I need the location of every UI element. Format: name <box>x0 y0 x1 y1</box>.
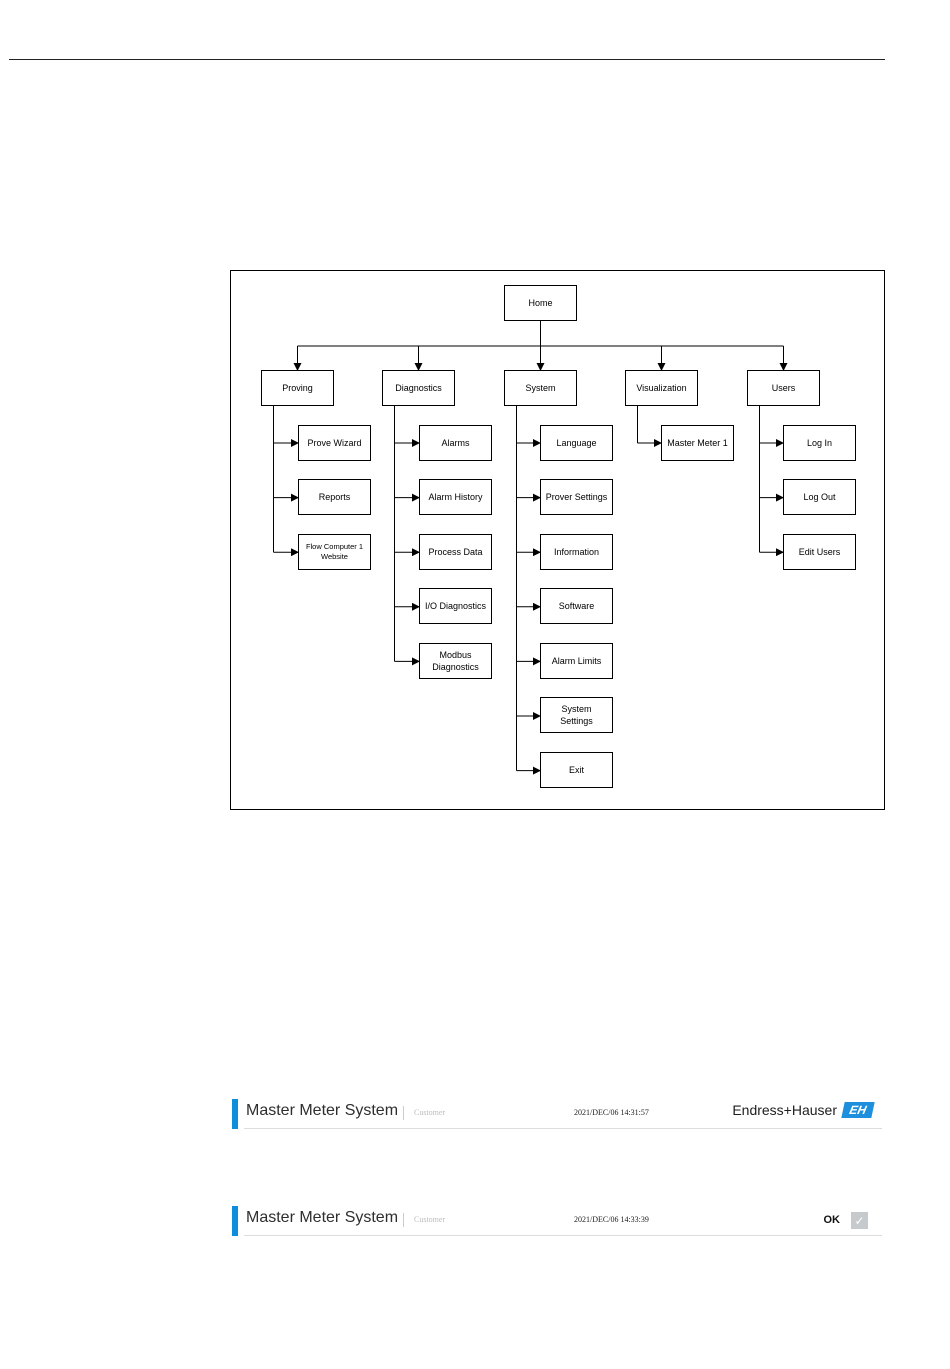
app-header-default: Master Meter System Customer 2021/DEC/06… <box>232 1099 882 1129</box>
node-reports: Reports <box>298 479 371 515</box>
node-modbus-diagnostics: Modbus Diagnostics <box>419 643 492 679</box>
node-software: Software <box>540 588 613 624</box>
node-io-diagnostics: I/O Diagnostics <box>419 588 492 624</box>
node-alarms: Alarms <box>419 425 492 461</box>
header-accent-bar <box>232 1099 238 1129</box>
node-home: Home <box>504 285 577 321</box>
header-separator <box>403 1213 404 1227</box>
node-prover-settings: Prover Settings <box>540 479 613 515</box>
node-edit-users: Edit Users <box>783 534 856 570</box>
node-information: Information <box>540 534 613 570</box>
header-underline <box>244 1128 882 1129</box>
app-title: Master Meter System <box>246 1209 399 1226</box>
app-header-ok: Master Meter System Customer 2021/DEC/06… <box>232 1206 882 1236</box>
node-alarm-history: Alarm History <box>419 479 492 515</box>
customer-name: Customer <box>414 1215 446 1224</box>
node-visualization: Visualization <box>625 370 698 406</box>
eh-logo-icon: EH <box>841 1102 875 1118</box>
header-datetime: 2021/DEC/06 14:33:39 <box>574 1215 649 1224</box>
check-icon[interactable]: ✓ <box>851 1212 868 1229</box>
node-language: Language <box>540 425 613 461</box>
customer-name: Customer <box>414 1108 446 1117</box>
node-exit: Exit <box>540 752 613 788</box>
brand-name: Endress+Hauser <box>732 1102 837 1118</box>
node-log-in: Log In <box>783 425 856 461</box>
node-proving: Proving <box>261 370 334 406</box>
node-users: Users <box>747 370 820 406</box>
header-separator <box>403 1106 404 1120</box>
node-process-data: Process Data <box>419 534 492 570</box>
menu-structure-diagram: Home Proving Diagnostics System Visualiz… <box>230 270 885 810</box>
header-underline <box>244 1235 882 1236</box>
app-title: Master Meter System <box>246 1102 399 1119</box>
node-log-out: Log Out <box>783 479 856 515</box>
node-system-settings: System Settings <box>540 697 613 733</box>
node-master-meter-1: Master Meter 1 <box>661 425 734 461</box>
node-system: System <box>504 370 577 406</box>
header-accent-bar <box>232 1206 238 1236</box>
brand-logo: Endress+Hauser EH <box>732 1102 875 1118</box>
node-diagnostics: Diagnostics <box>382 370 455 406</box>
node-prove-wizard: Prove Wizard <box>298 425 371 461</box>
header-datetime: 2021/DEC/06 14:31:57 <box>574 1108 649 1117</box>
top-rule <box>9 59 885 60</box>
node-alarm-limits: Alarm Limits <box>540 643 613 679</box>
diagram-connectors <box>273 321 788 775</box>
ok-status-label: OK <box>823 1214 841 1226</box>
node-flow-computer-website: Flow Computer 1 Website <box>298 534 371 570</box>
